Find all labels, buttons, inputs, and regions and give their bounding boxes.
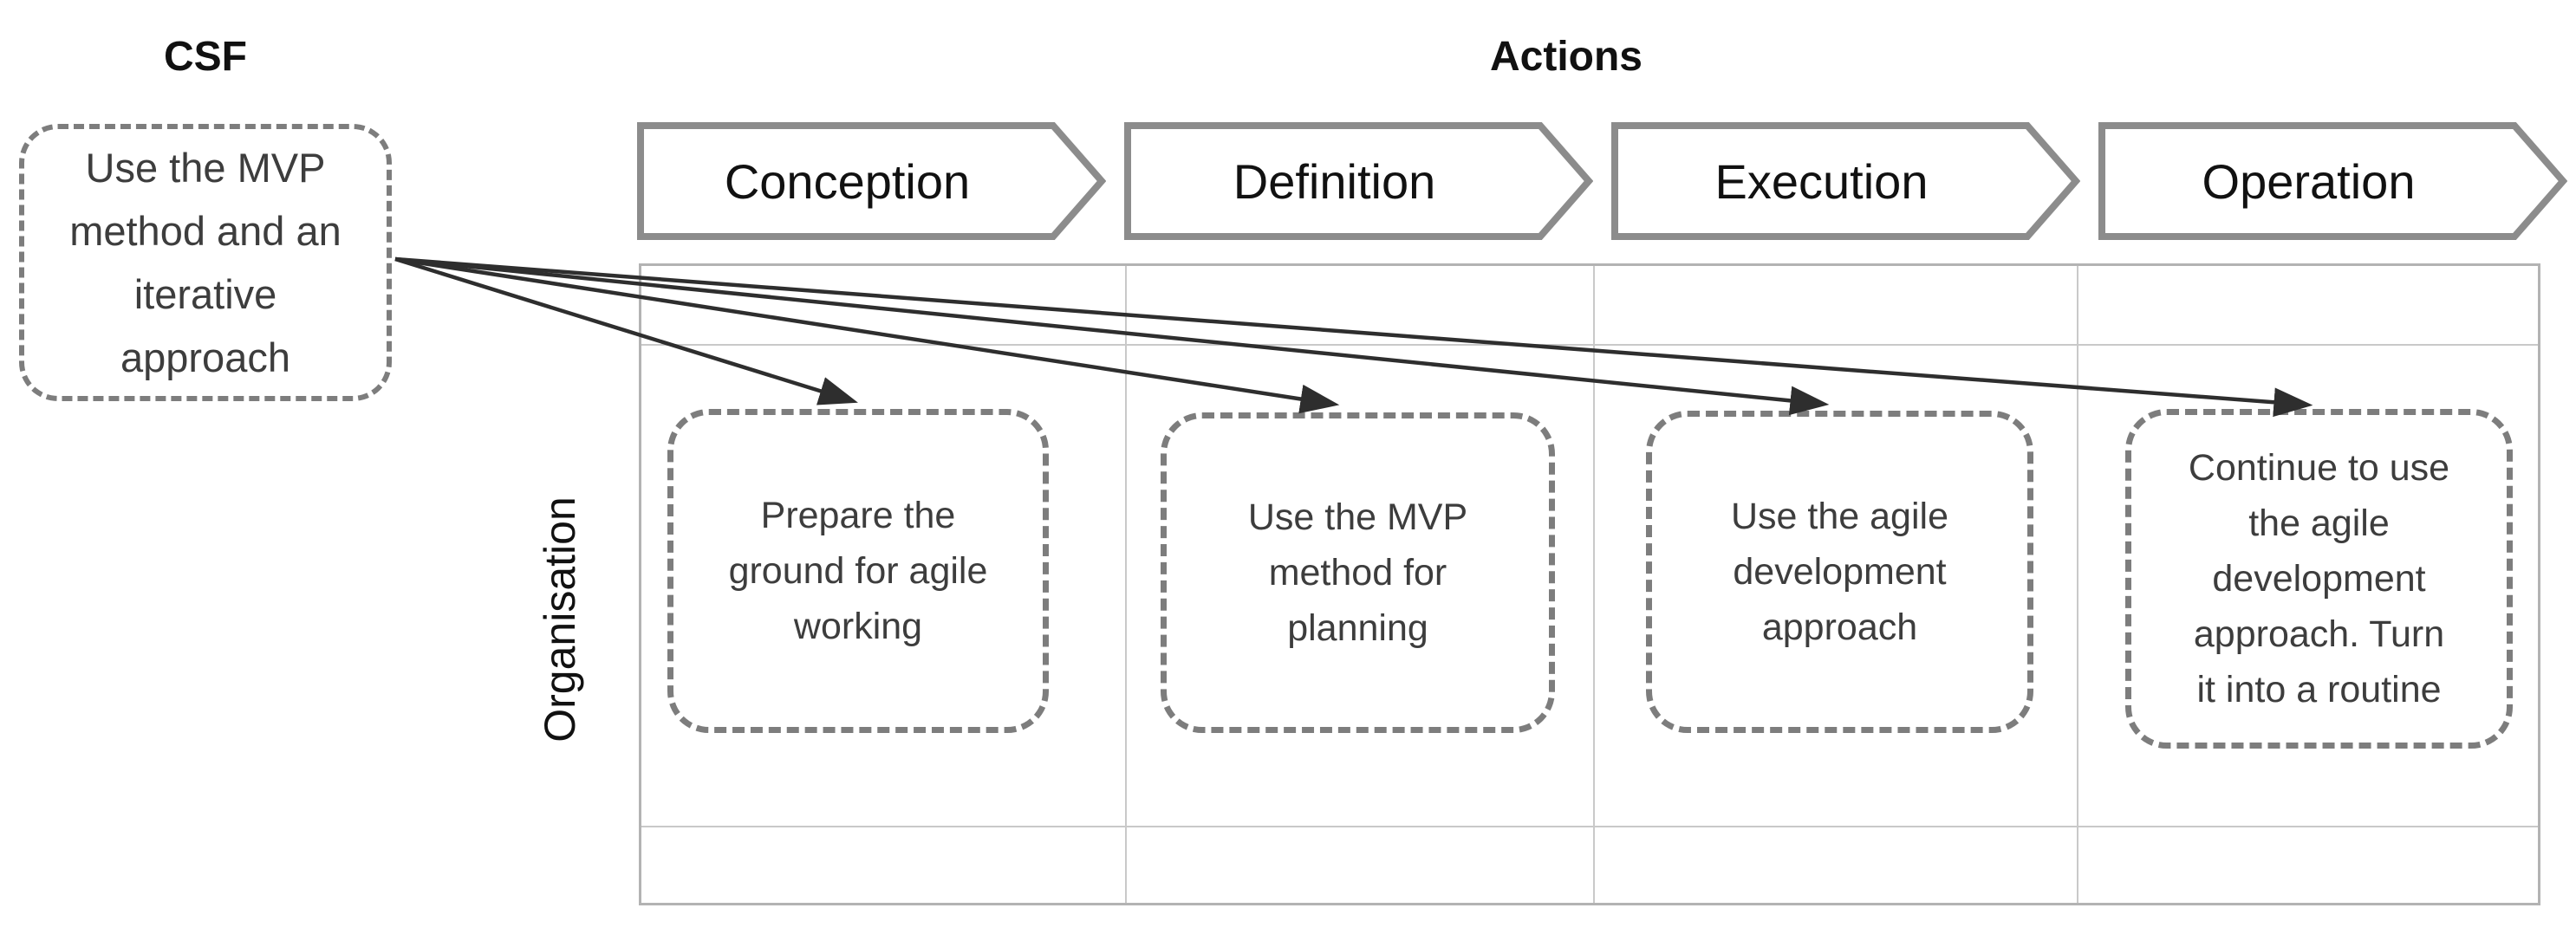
action-box-text: Use the MVP method for planning — [1248, 490, 1467, 656]
chevron-shape-icon — [1611, 122, 2080, 240]
phase-label-execution: Execution — [1714, 153, 1929, 209]
action-box-line: ground for agile — [728, 550, 988, 592]
chevron-shape-icon — [1124, 122, 1593, 240]
action-box-text: Use the agile development approach — [1731, 489, 1948, 655]
action-box-line: development — [2212, 558, 2426, 600]
action-box-line: Continue to use — [2188, 447, 2450, 489]
action-box-line: method for — [1268, 552, 1447, 593]
chevron-shape-icon — [2098, 122, 2567, 240]
phase-label-operation: Operation — [2202, 153, 2416, 209]
action-box-line: Use the MVP — [1247, 496, 1468, 538]
chevron-shape-icon — [637, 122, 1106, 240]
action-box-line: planning — [1287, 607, 1428, 649]
action-box-execution: Use the agile development approach — [1646, 411, 2033, 733]
action-box-definition: Use the MVP method for planning — [1161, 412, 1555, 733]
phase-label-conception: Conception — [724, 153, 971, 209]
csf-box-line: method and an — [69, 208, 342, 254]
phase-chevron-execution: Execution — [1611, 122, 2080, 240]
action-box-text: Continue to use the agile development ap… — [2189, 440, 2449, 717]
action-box-line: working — [793, 606, 923, 647]
action-box-line: development — [1733, 551, 1947, 593]
action-box-line: the agile — [2248, 503, 2390, 544]
action-box-line: Prepare the — [760, 495, 956, 536]
grid-hline — [641, 344, 2538, 346]
csf-box: Use the MVP method and an iterative appr… — [19, 124, 392, 401]
phase-chevron-operation: Operation — [2098, 122, 2567, 240]
action-box-operation: Continue to use the agile development ap… — [2125, 409, 2513, 749]
organisation-row-label: Organisation — [536, 496, 584, 743]
csf-box-line: Use the MVP — [85, 145, 326, 191]
action-box-line: approach. Turn — [2193, 613, 2445, 655]
csf-box-text: Use the MVP method and an iterative appr… — [69, 136, 342, 389]
grid-vline — [1593, 266, 1595, 903]
csf-box-line: iterative — [133, 271, 277, 317]
csf-heading: CSF — [164, 34, 247, 80]
actions-heading: Actions — [1489, 34, 1643, 80]
action-box-line: it into a routine — [2196, 669, 2442, 710]
phase-chevron-definition: Definition — [1124, 122, 1593, 240]
action-box-line: approach — [1761, 606, 1918, 648]
action-box-line: Use the agile — [1731, 496, 1948, 537]
phase-label-definition: Definition — [1233, 153, 1436, 209]
action-box-conception: Prepare the ground for agile working — [667, 409, 1049, 733]
csf-box-line: approach — [120, 334, 290, 380]
grid-vline — [2077, 266, 2078, 903]
grid-hline — [641, 826, 2538, 827]
grid-vline — [1125, 266, 1127, 903]
phase-chevron-conception: Conception — [637, 122, 1106, 240]
action-box-text: Prepare the ground for agile working — [729, 488, 988, 654]
